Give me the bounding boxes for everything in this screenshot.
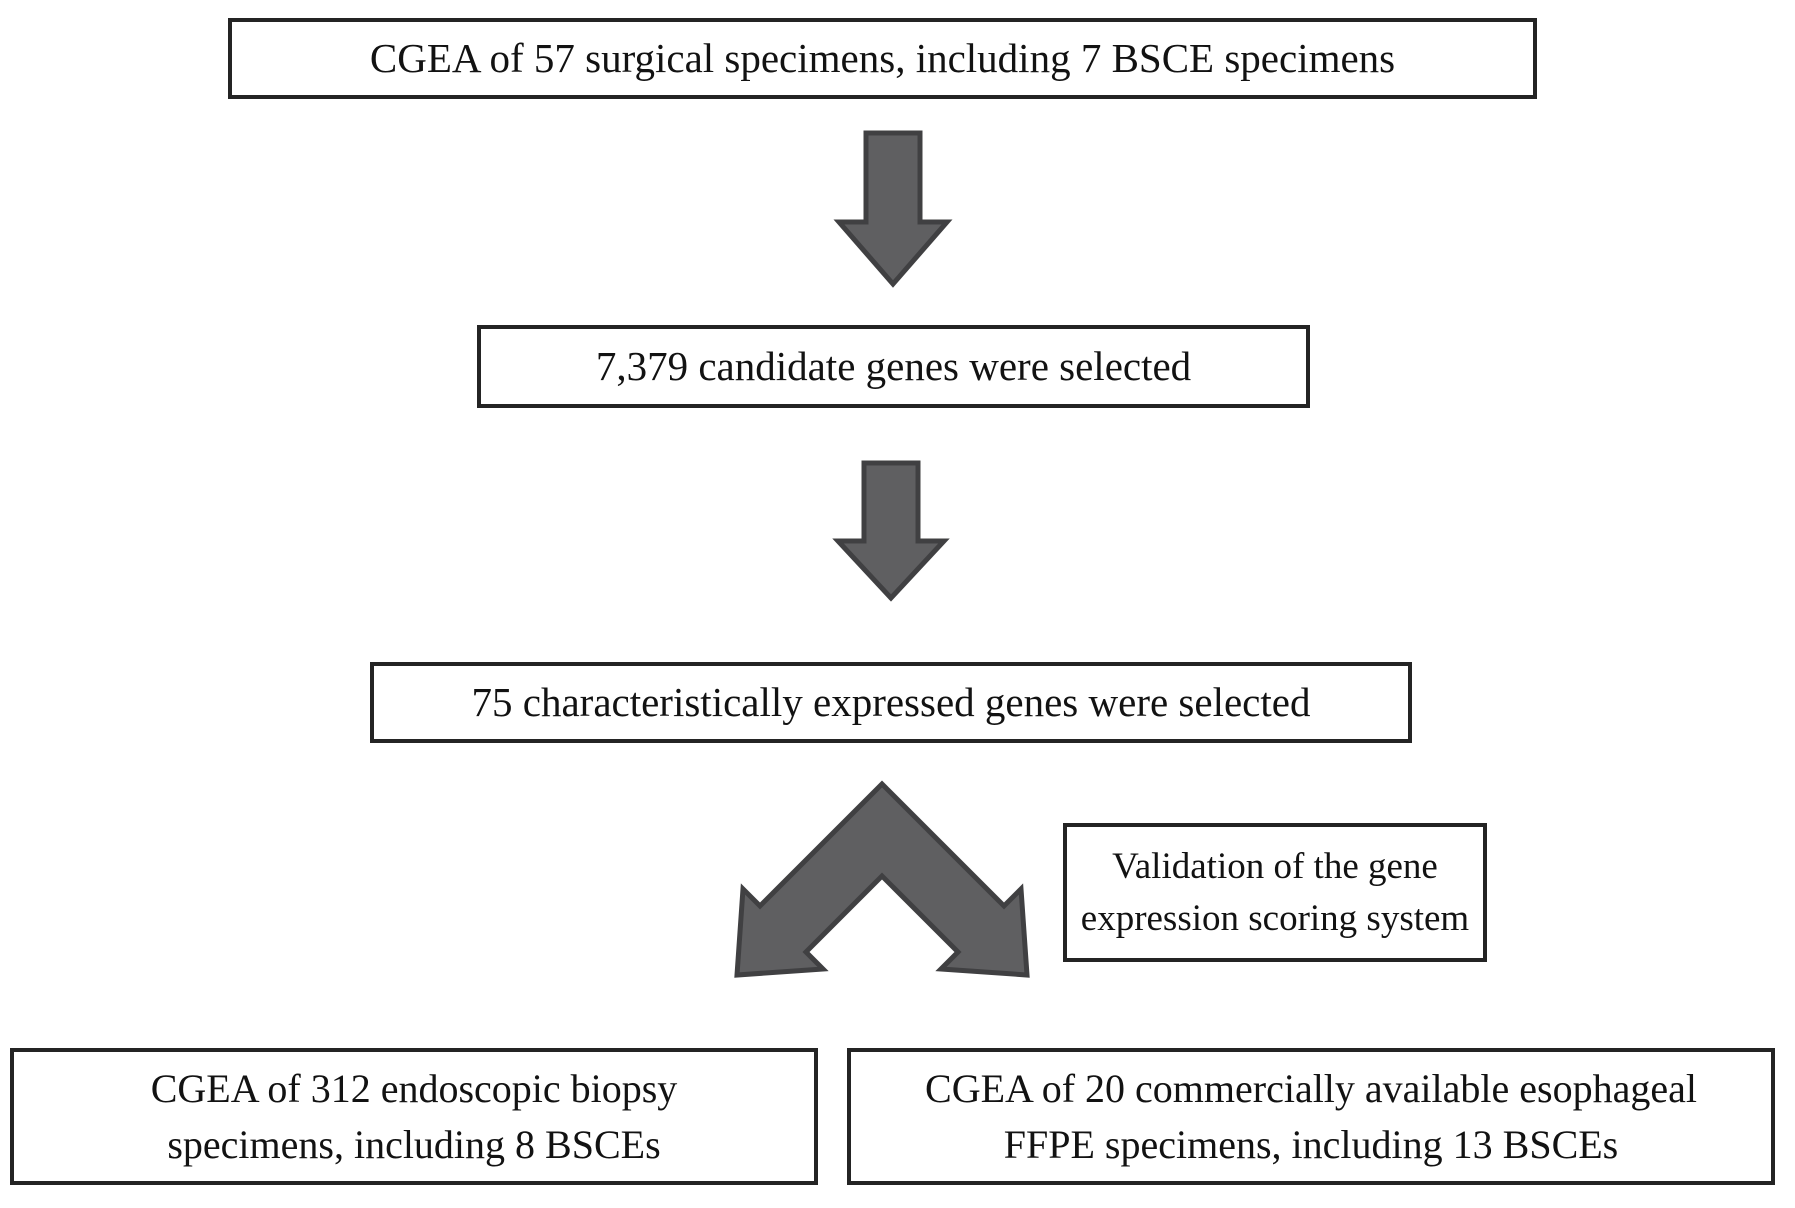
node-text-line: CGEA of 20 commercially available esopha… bbox=[925, 1066, 1697, 1112]
node-endoscopic-biopsy: CGEA of 312 endoscopic biopsy specimens,… bbox=[10, 1048, 818, 1185]
down-arrow-icon bbox=[833, 130, 953, 288]
node-text: 7,379 candidate genes were selected bbox=[595, 343, 1192, 390]
split-arrow-icon bbox=[734, 780, 1030, 978]
node-validation-label: Validation of the gene expression scorin… bbox=[1063, 823, 1487, 962]
node-surgical-specimens: CGEA of 57 surgical specimens, including… bbox=[228, 18, 1537, 99]
node-text: 75 characteristically expressed genes we… bbox=[471, 679, 1311, 726]
node-text-line: CGEA of 312 endoscopic biopsy bbox=[150, 1066, 678, 1112]
node-ffpe-specimens: CGEA of 20 commercially available esopha… bbox=[847, 1048, 1775, 1185]
node-text-line: expression scoring system bbox=[1080, 897, 1470, 939]
node-text: CGEA of 57 surgical specimens, including… bbox=[369, 35, 1396, 82]
node-text-line: specimens, including 8 BSCEs bbox=[167, 1121, 661, 1167]
node-expressed-genes: 75 characteristically expressed genes we… bbox=[370, 662, 1412, 743]
down-arrow-icon bbox=[832, 460, 950, 602]
node-candidate-genes: 7,379 candidate genes were selected bbox=[477, 325, 1310, 408]
node-text-line: Validation of the gene bbox=[1112, 846, 1438, 888]
node-text-line: FFPE specimens, including 13 BSCEs bbox=[1003, 1121, 1619, 1167]
